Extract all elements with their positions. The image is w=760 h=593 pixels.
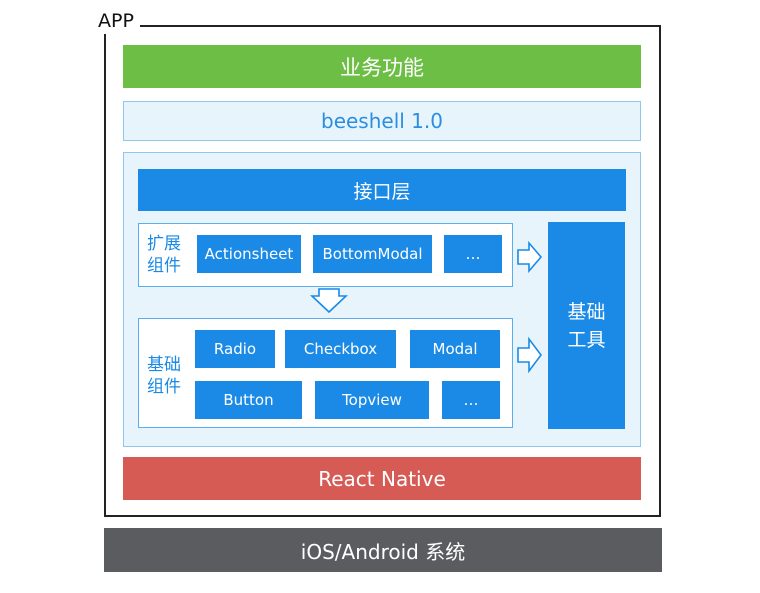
chip-actionsheet: Actionsheet xyxy=(197,235,301,273)
extended-components-label: 扩展 组件 xyxy=(147,233,187,277)
business-layer: 业务功能 xyxy=(123,45,641,88)
extended-label-line1: 扩展 xyxy=(147,234,181,254)
app-frame xyxy=(104,25,661,517)
app-label: APP xyxy=(96,8,140,34)
chip-ext-more: … xyxy=(444,235,502,273)
chip-base-more: … xyxy=(442,381,500,419)
base-label-line1: 基础 xyxy=(147,355,181,375)
tools-line1: 基础 xyxy=(567,300,606,323)
arrow-right-icon xyxy=(517,336,542,374)
arrow-right-icon xyxy=(517,240,543,274)
chip-radio: Radio xyxy=(195,330,275,368)
base-components-label: 基础 组件 xyxy=(147,354,187,398)
chip-checkbox: Checkbox xyxy=(285,330,396,368)
tools-line2: 工具 xyxy=(567,328,606,351)
chip-bottommodal: BottomModal xyxy=(313,235,432,273)
chip-button: Button xyxy=(195,381,302,419)
base-tools-block: 基础 工具 xyxy=(548,222,625,429)
chip-topview: Topview xyxy=(315,381,429,419)
beeshell-layer: beeshell 1.0 xyxy=(123,101,641,141)
interface-layer: 接口层 xyxy=(138,169,626,211)
react-native-layer: React Native xyxy=(123,457,641,500)
arrow-down-icon xyxy=(309,288,349,314)
base-label-line2: 组件 xyxy=(147,377,181,397)
chip-modal: Modal xyxy=(410,330,500,368)
extended-label-line2: 组件 xyxy=(147,256,181,276)
os-layer: iOS/Android 系统 xyxy=(104,528,662,572)
